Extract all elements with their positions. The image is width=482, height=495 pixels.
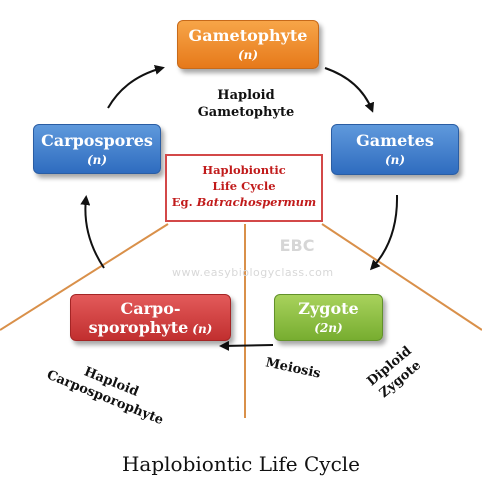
carposporophyte-title-line1: Carpo- [120,298,181,318]
center-example-line: Eg. Batrachospermum [167,194,321,210]
arrow-gametes-to-zygote [369,194,399,271]
arrow-zygote-to-carposporophyte [219,340,274,351]
zygote-node: Zygote (2n) [274,294,383,341]
haploid-gametophyte-label: Haploid Gametophyte [190,87,302,121]
divider-right [321,223,482,331]
zygote-ploidy: (2n) [314,321,343,335]
carpospores-title: Carpospores [41,130,153,150]
zygote-title: Zygote [298,299,359,318]
arrow-carpospores-to-gametophyte [107,65,165,109]
gametophyte-ploidy: (n) [237,48,259,62]
divider-left [0,223,169,331]
arrow-carposporophyte-to-carpospores [80,195,105,269]
center-example-prefix: Eg. [171,195,193,209]
ebc-logo-watermark: EBC [279,236,315,255]
center-line2: Life Cycle [212,179,276,193]
gametes-ploidy: (n) [384,153,406,167]
carposporophyte-ploidy: (n) [192,321,213,336]
center-info-box: Haplobiontic Life Cycle Eg. Batrachosper… [165,154,323,222]
haploid-gametophyte-line1: Haploid [217,88,275,103]
carposporophyte-title-line2: sporophyte [88,317,189,337]
carposporophyte-node: Carpo- sporophyte (n) [70,294,231,341]
figure-caption: Haplobiontic Life Cycle [121,452,361,476]
gametes-node: Gametes (n) [331,124,459,175]
site-watermark: www.easybiologyclass.com [172,266,334,279]
haploid-gametophyte-line2: Gametophyte [197,105,295,120]
gametophyte-node: Gametophyte (n) [177,20,319,69]
gametes-title: Gametes [356,131,434,150]
center-example-name: Batrachospermum [196,195,317,209]
carpospores-node: Carpospores (n) [33,124,161,174]
arrow-gametophyte-to-gametes [324,67,375,113]
gametophyte-title: Gametophyte [188,26,308,45]
carpospores-ploidy: (n) [86,152,108,167]
center-line1: Haplobiontic [202,163,286,177]
